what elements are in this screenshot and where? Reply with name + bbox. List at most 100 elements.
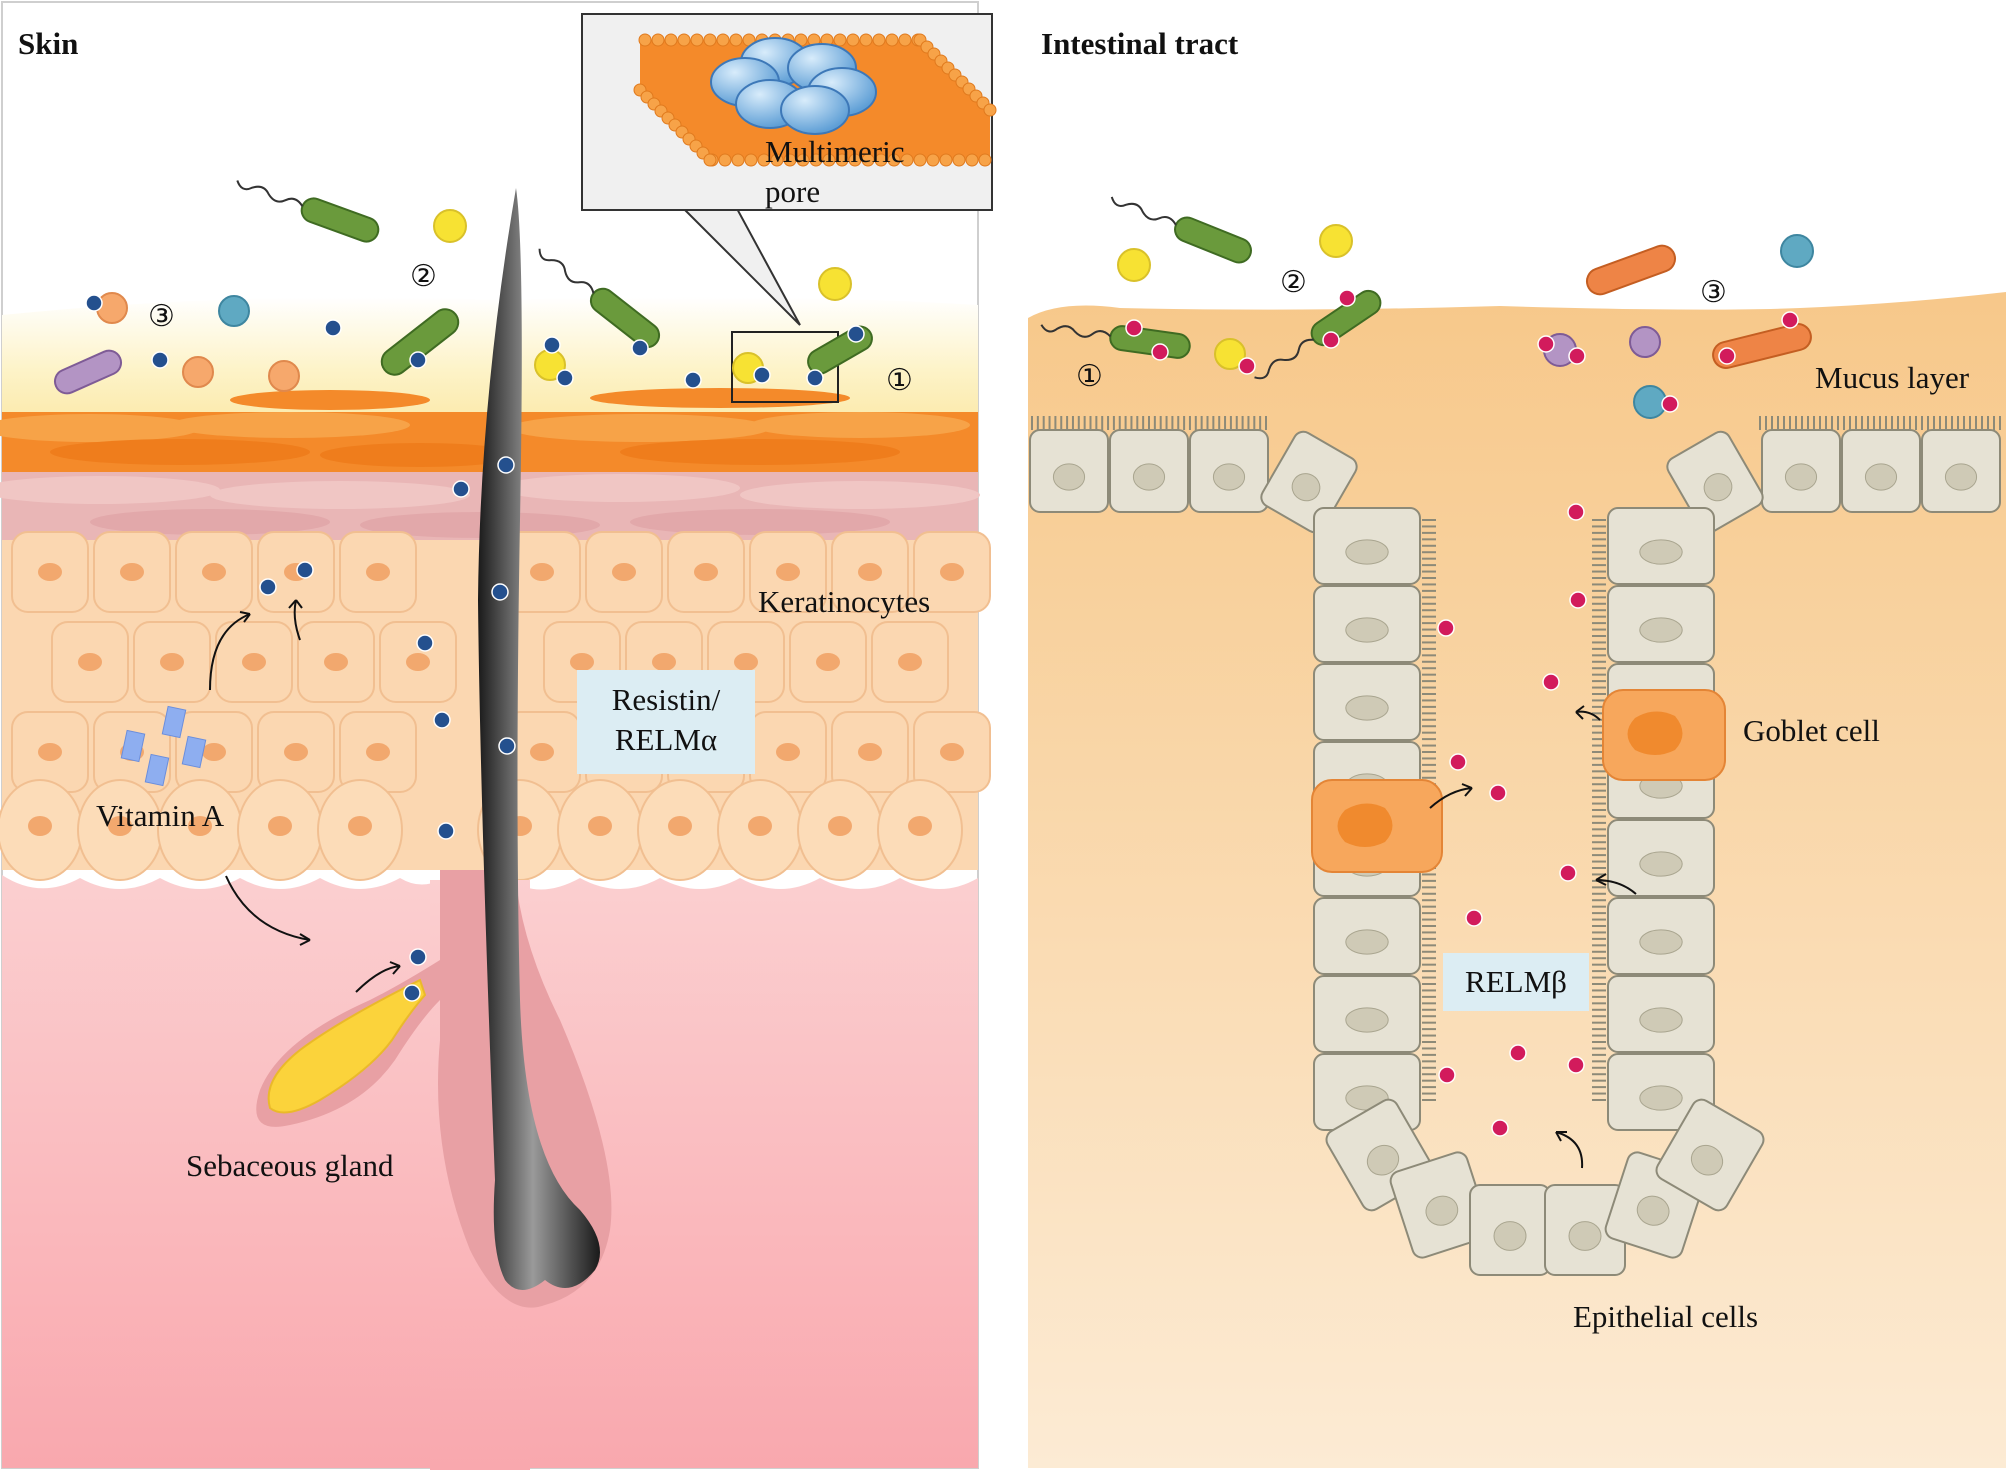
arrow-icon <box>355 965 401 993</box>
resistin-dot <box>497 456 515 474</box>
epithelial-cell <box>1469 1184 1551 1276</box>
resistin-dot <box>85 294 103 312</box>
coccus-icon <box>268 360 300 392</box>
keratinocyte-nucleus <box>612 563 636 581</box>
keratinocyte-nucleus <box>120 563 144 581</box>
vitamin-a-label: Vitamin A <box>96 798 225 833</box>
resistin-dot <box>416 634 434 652</box>
resistin-dot <box>296 561 314 579</box>
relm-beta-dot <box>1465 909 1483 927</box>
keratinocyte-nucleus <box>858 743 882 761</box>
coccus-icon <box>433 209 467 243</box>
keratinocyte-nucleus <box>78 653 102 671</box>
goblet-cell <box>1311 689 1726 873</box>
relm-beta-label: RELMβ <box>1465 964 1567 999</box>
relm-beta-dot <box>1491 1119 1509 1137</box>
basal-nucleus <box>668 816 692 836</box>
epithelial-cell <box>1029 429 1109 513</box>
flagellum-icon <box>1254 338 1314 380</box>
epithelial-cell <box>1607 507 1715 585</box>
sebaceous-gland-label: Sebaceous gland <box>186 1148 394 1183</box>
pore-callout: Multimeric pore <box>581 13 997 326</box>
flagellum-icon <box>236 180 304 207</box>
basal-nucleus <box>828 816 852 836</box>
epithelial-cell <box>1313 585 1421 663</box>
keratinocyte-cells <box>11 531 991 793</box>
epithelial-cell <box>1607 897 1715 975</box>
epithelial-cell <box>1841 429 1921 513</box>
epithelial-cell <box>1389 1151 1491 1259</box>
rod-bacterium-icon <box>538 248 661 349</box>
skin-title: Skin <box>18 26 78 61</box>
rod-bacterium-icon <box>236 180 380 243</box>
epithelial-cell <box>1607 1053 1715 1131</box>
basal-nucleus <box>28 816 52 836</box>
intestine-title: Intestinal tract <box>1041 26 1239 61</box>
basal-nucleus <box>588 816 612 836</box>
epithelial-cell <box>1109 429 1189 513</box>
relm-beta-dot <box>1509 1044 1527 1062</box>
skin-panel: Multimeric pore Resistin/ RE <box>0 1 997 1470</box>
resistin-dot <box>409 351 427 369</box>
resistin-dot <box>151 351 169 369</box>
coccus-icon <box>818 267 852 301</box>
keratinocyte-nucleus <box>324 653 348 671</box>
keratinocyte-nucleus <box>366 743 390 761</box>
relm-beta-dot <box>1437 619 1455 637</box>
keratinocyte-nucleus <box>776 743 800 761</box>
mucus-layer-label: Mucus layer <box>1815 360 1970 395</box>
resistin-dot <box>753 366 771 384</box>
keratinocyte-nucleus <box>734 653 758 671</box>
basal-nucleus <box>908 816 932 836</box>
keratinocyte-nucleus <box>38 563 62 581</box>
relm-beta-label-box <box>1443 953 1589 1011</box>
relm-beta-dot <box>1125 319 1143 337</box>
resistin-dot <box>409 948 427 966</box>
rod-bacterium-icon <box>1110 196 1252 264</box>
gut-arrows <box>1429 705 1637 1169</box>
epithelial-cell <box>1313 663 1421 741</box>
relm-beta-dot <box>1322 331 1340 349</box>
pore-zoom-box <box>731 331 839 403</box>
resistin-dot <box>806 369 824 387</box>
coccus-icon <box>1117 248 1151 282</box>
arrow-icon <box>1575 710 1601 721</box>
stratum-corneum <box>0 388 978 472</box>
lipid-bilayer-icon <box>633 33 997 167</box>
relm-beta-dot <box>1559 864 1577 882</box>
coccus-icon <box>1319 224 1353 258</box>
rod-bacterium-icon <box>1712 323 1812 369</box>
epithelial-cell <box>1607 975 1715 1053</box>
resistin-dot <box>491 583 509 601</box>
relm-beta-molecules <box>1125 289 1799 1137</box>
epithelial-cell <box>1313 975 1421 1053</box>
skin-arrows <box>209 599 401 993</box>
goblet-cell-label: Goblet cell <box>1743 713 1880 748</box>
relm-beta-dot <box>1781 311 1799 329</box>
basal-nucleus <box>188 816 212 836</box>
sebaceous-gland <box>267 978 427 1114</box>
flagellum-icon <box>1110 196 1177 226</box>
relm-beta-dot <box>1569 591 1587 609</box>
keratinocyte-nucleus <box>940 743 964 761</box>
skin-marker-1: ① <box>886 363 913 398</box>
resistin-molecules <box>85 294 865 1002</box>
arrow-icon <box>1595 879 1637 895</box>
epithelial-cells-label: Epithelial cells <box>1573 1299 1758 1334</box>
relm-beta-dot <box>1661 395 1679 413</box>
keratinocyte-nucleus <box>694 563 718 581</box>
coccus-icon <box>1633 385 1667 419</box>
keratinocyte-nucleus <box>776 563 800 581</box>
arrow-icon <box>209 613 251 691</box>
keratinocyte-nucleus <box>530 563 554 581</box>
resistin-dot <box>259 578 277 596</box>
rod-bacterium-icon <box>1585 244 1677 296</box>
keratinocyte-nucleus <box>406 653 430 671</box>
resistin-dot <box>847 325 865 343</box>
relm-beta-dot <box>1151 343 1169 361</box>
resistin-dot <box>403 984 421 1002</box>
resistin-label-1: Resistin/ <box>612 682 721 717</box>
resistin-dot <box>556 369 574 387</box>
resistin-label-box <box>577 670 755 774</box>
